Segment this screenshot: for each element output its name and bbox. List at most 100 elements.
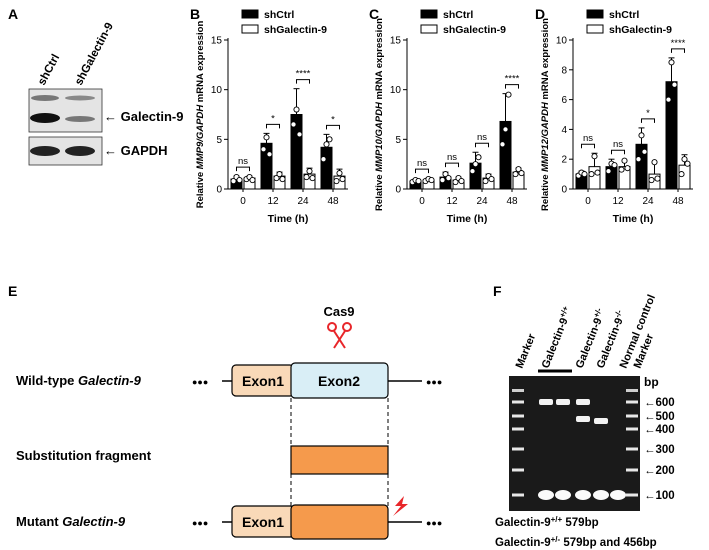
primer-dimer — [575, 490, 591, 500]
significance-label: ns — [613, 139, 623, 150]
significance-label: ns — [417, 158, 427, 169]
data-point — [665, 96, 672, 103]
legend-swatch — [586, 9, 604, 19]
x-tick-label: 12 — [267, 196, 279, 207]
legend-swatch — [420, 24, 438, 34]
data-point — [276, 171, 283, 178]
dots-right: ●●● — [426, 518, 442, 528]
bp-unit-label: bp — [644, 375, 659, 389]
data-point — [638, 132, 645, 139]
exon2-box — [290, 362, 389, 399]
y-tick-label: 2 — [561, 155, 567, 166]
primer-dimer — [593, 490, 609, 500]
exon1-label: Exon1 — [242, 514, 284, 530]
data-point — [472, 161, 479, 168]
data-point — [668, 59, 675, 66]
data-point — [320, 156, 327, 163]
band-label-galectin9: ← Galectin-9 — [104, 109, 183, 124]
ladder-band — [512, 468, 524, 472]
data-point — [303, 174, 310, 181]
ladder-label: ←600 — [644, 397, 675, 409]
x-tick-label: 0 — [419, 196, 425, 207]
genotype-result: Galectin-9+/+ 579bp — [495, 515, 599, 529]
lane-label-shgalectin9: shGalectin-9 — [73, 21, 116, 88]
y-tick-label: 15 — [390, 36, 402, 47]
band — [65, 146, 95, 156]
genotype-result: Galectin-9+/- 579bp and 456bp — [495, 535, 657, 549]
bar — [320, 146, 333, 190]
data-point — [263, 134, 270, 141]
lane-label-shctrl: shCtrl — [36, 52, 62, 87]
genotype-size: 579bp and 456bp — [560, 537, 657, 549]
x-tick-label: 48 — [327, 196, 339, 207]
data-point — [469, 168, 476, 175]
data-point — [249, 177, 256, 184]
mutant-row-label: Mutant Galectin-9 — [16, 514, 126, 529]
y-tick-label: 4 — [561, 125, 567, 136]
data-point — [605, 168, 612, 175]
dots-left: ●●● — [192, 518, 208, 528]
wildtype-row-label: Wild-type Galectin-9 — [16, 373, 142, 388]
legend-label: shCtrl — [264, 9, 294, 21]
legend-swatch — [420, 9, 438, 19]
significance-label: **** — [505, 74, 520, 85]
data-point — [442, 171, 449, 178]
data-point — [635, 156, 642, 163]
bar — [678, 164, 691, 190]
data-point — [336, 170, 343, 177]
data-point — [415, 178, 422, 185]
dots-left: ●●● — [192, 377, 208, 387]
x-axis-label: Time (h) — [613, 213, 654, 225]
data-point — [618, 166, 625, 173]
chart-mmp9: Relative MMP9/GAPDH mRNA expression05101… — [195, 9, 348, 225]
data-point — [333, 178, 340, 185]
cas9-label: Cas9 — [323, 304, 354, 319]
ladder-band — [626, 493, 638, 497]
x-axis-label: Time (h) — [447, 213, 488, 225]
ladder-labels: ←600←500←400←300←200←100 — [644, 397, 675, 502]
y-tick-label: 0 — [561, 185, 567, 196]
western-blot-panel: shCtrl shGalectin-9 ← Galectin-9 ← GAPDH — [28, 21, 183, 166]
band — [65, 116, 95, 122]
data-point — [499, 141, 506, 148]
x-tick-label: 0 — [585, 196, 591, 207]
data-point — [326, 136, 333, 143]
data-point — [648, 177, 655, 184]
gel-lane-label: Marker — [514, 332, 539, 371]
data-point — [482, 178, 489, 185]
gel-bands — [512, 389, 638, 500]
genotype-name: Galectin-9 — [495, 537, 551, 549]
x-tick-label: 48 — [672, 196, 684, 207]
ladder-band — [512, 389, 524, 392]
significance-label: * — [646, 108, 650, 119]
band — [31, 95, 59, 101]
data-point — [488, 176, 495, 183]
pcr-band — [594, 418, 608, 424]
y-tick-label: 10 — [211, 85, 223, 96]
data-point — [279, 176, 286, 183]
legend-label: shGalectin-9 — [264, 24, 327, 36]
significance-label: * — [271, 113, 275, 124]
x-tick-label: 24 — [297, 196, 309, 207]
genotype-sup: +/+ — [551, 515, 563, 524]
gene-diagram: Cas9 Wild-type Galectin-9 ●●● ●●● Exon1 … — [16, 304, 442, 540]
data-point — [588, 171, 595, 178]
pcr-band — [576, 416, 590, 422]
data-point — [505, 91, 512, 98]
ladder-band — [626, 414, 638, 418]
significance-bracket — [236, 166, 250, 172]
y-axis-label-part: Relative — [540, 172, 551, 211]
y-axis-label-part: Relative — [374, 172, 385, 211]
scissors-icon — [327, 322, 352, 349]
data-point — [515, 166, 522, 173]
data-point — [594, 169, 601, 176]
ladder-label: ←400 — [644, 424, 675, 436]
genotype-size: 579bp — [562, 517, 598, 529]
pcr-band — [576, 399, 590, 405]
significance-bracket — [671, 48, 685, 53]
data-point — [624, 165, 631, 172]
data-point — [230, 178, 237, 185]
ladder-label: ←100 — [644, 490, 675, 502]
y-tick-label: 10 — [556, 36, 568, 47]
primer-dimer — [555, 490, 571, 500]
